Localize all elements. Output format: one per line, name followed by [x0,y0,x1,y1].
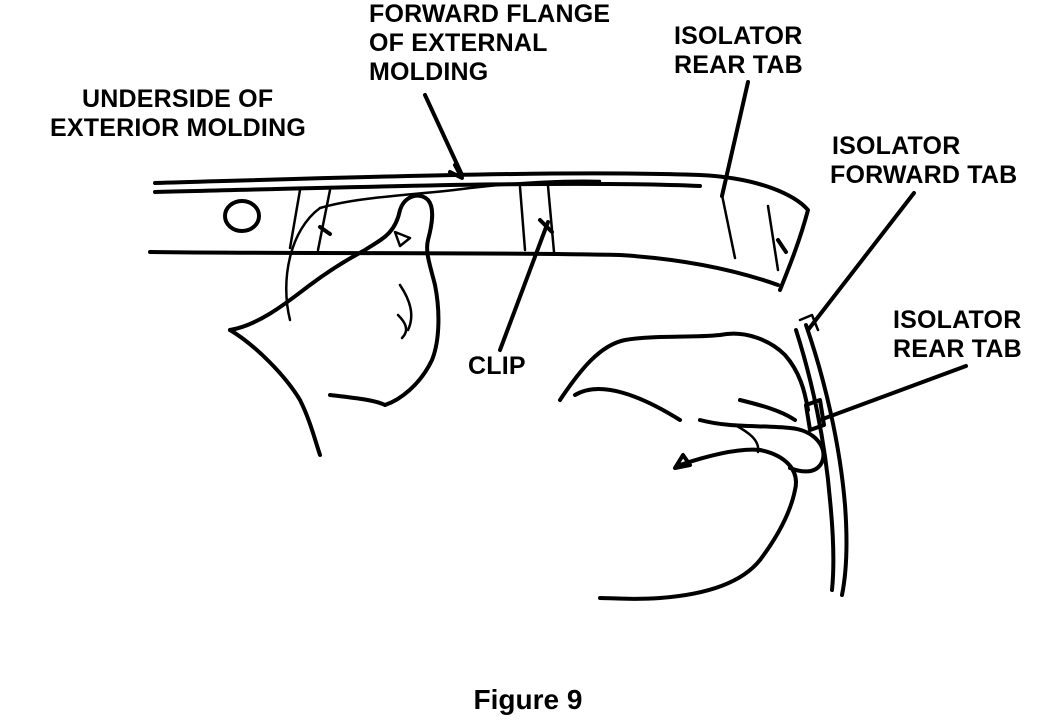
arrow-clip [498,220,550,352]
label-isolator-forward-tab: ISOLATOR FORWARD TAB [830,132,1018,189]
figure-caption: Figure 9 [473,684,583,715]
label-forward-flange: FORWARD FLANGE OF EXTERNAL MOLDING [369,0,611,86]
exterior-molding [148,171,810,292]
label-underside-exterior-molding: UNDERSIDE OF EXTERIOR MOLDING [50,85,306,142]
right-hand [558,331,826,601]
label-clip: CLIP [468,352,526,380]
arrowhead-forward-flange [448,163,464,180]
arrow-isolator-rear-top [720,80,750,198]
label-isolator-rear-tab-right: ISOLATOR REAR TAB [893,306,1022,363]
arrow-isolator-forward [806,191,916,332]
left-hand [228,193,441,457]
isolator-strip [794,313,849,597]
leader-lines [423,80,968,422]
arrow-forward-flange [423,93,464,177]
forward-flange [285,179,602,322]
arrow-isolator-rear-right [818,364,968,422]
label-isolator-rear-tab-top: ISOLATOR REAR TAB [674,22,803,79]
